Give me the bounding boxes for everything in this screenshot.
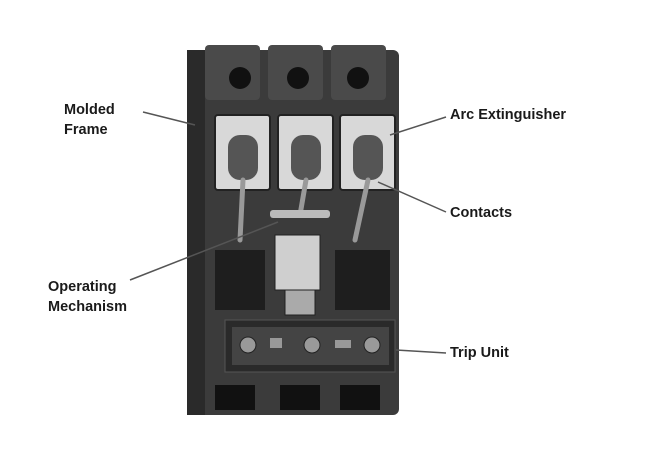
operating-mechanism-label-line2: Mechanism [48,299,127,315]
molded-frame-label-line1: Molded [64,102,115,118]
molded-frame-leader-line [142,111,196,126]
circuit-breaker-illustration [187,45,399,415]
contacts-leader-line [377,181,447,213]
trip-unit-label: Trip Unit [450,345,509,361]
operating-mechanism-leader-line [129,221,279,281]
trip-unit-leader-line [395,349,447,354]
operating-mechanism-label: Operating Mechanism [48,277,127,317]
arc-extinguisher-label: Arc Extinguisher [450,107,567,123]
molded-frame-label-line2: Frame [64,122,108,138]
operating-mechanism-label-line1: Operating [48,279,117,295]
contacts-label: Contacts [450,205,513,221]
arc-extinguisher-leader-line [389,116,447,136]
molded-frame-label: Molded Frame [64,100,115,140]
